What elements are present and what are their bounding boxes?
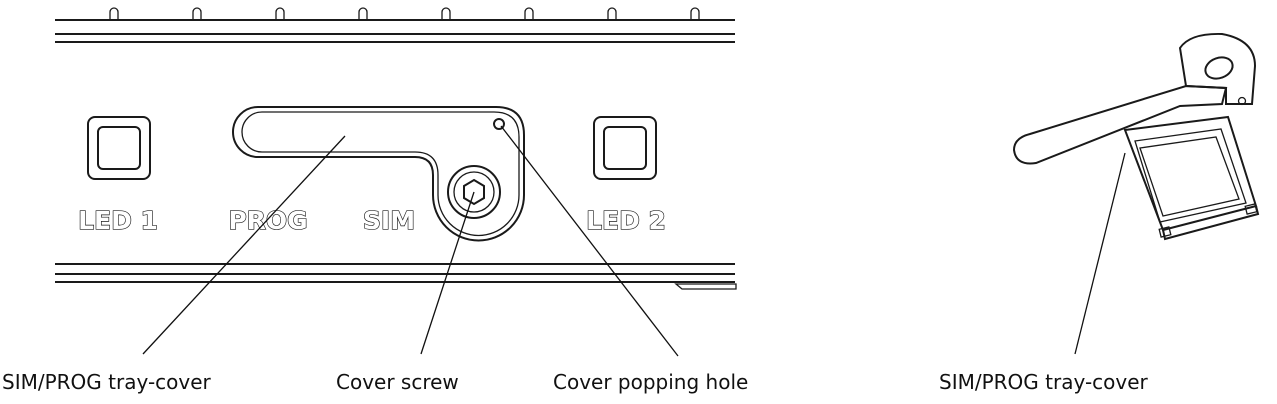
callout-cover-popping-hole: Cover popping hole	[553, 370, 748, 394]
callout-tray-cover-left: SIM/PROG tray-cover	[2, 370, 212, 394]
callout-tray-cover-right: SIM/PROG tray-cover	[939, 370, 1149, 394]
leader-cover-popping-hole	[500, 125, 679, 357]
led2-indicator	[593, 116, 657, 180]
rail-bumps	[109, 7, 700, 20]
prog-label: PROG	[228, 206, 307, 235]
top-rail	[55, 7, 735, 43]
leader-tray-cover-right	[1074, 152, 1126, 355]
led2-label: LED 2	[586, 206, 666, 235]
leader-tray-cover-left	[142, 135, 346, 355]
led1-label: LED 1	[78, 206, 158, 235]
sim-label: SIM	[363, 206, 415, 235]
cover-screw	[447, 165, 501, 219]
leader-cover-screw	[420, 191, 475, 355]
cover-popping-hole	[493, 118, 505, 130]
callout-cover-screw: Cover screw	[336, 370, 459, 394]
led1-indicator	[87, 116, 151, 180]
tray-cover-part	[1012, 32, 1260, 241]
tray-cover-front	[232, 106, 525, 242]
bottom-rail	[55, 263, 737, 290]
